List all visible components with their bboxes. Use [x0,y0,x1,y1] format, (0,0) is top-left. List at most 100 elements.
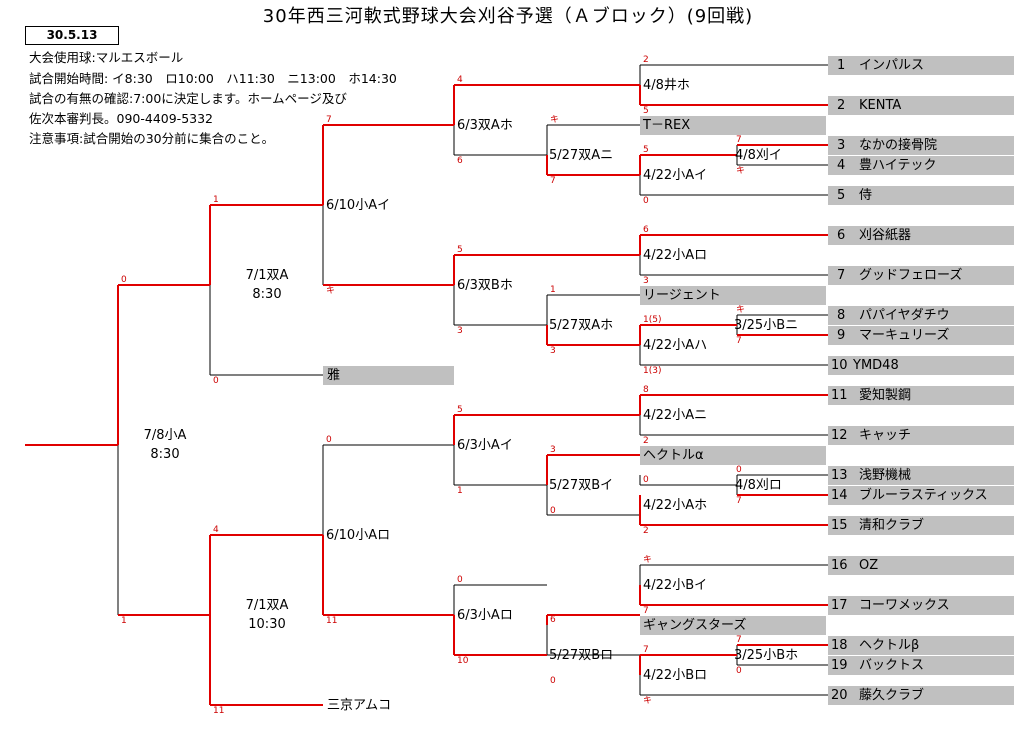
semifinal-1-date: 7/1双A [245,268,289,283]
match-label: 4/22小Aロ [643,248,708,263]
score: 5 [643,106,649,116]
team-bar [828,266,1014,285]
team-number: 1 [837,58,846,73]
score: 7 [736,496,742,506]
team-bar [640,116,826,135]
score: 7 [736,635,742,645]
team-name-seed: 雅 [327,368,341,383]
score: 0 [121,275,127,285]
score: キ [736,305,746,315]
team-bar [828,136,1014,155]
team-name-seed: 三京アムコ [327,698,392,713]
score: 3 [643,276,649,286]
team-bar [640,616,826,635]
score: 7 [326,115,332,125]
team-number: 15 [831,518,848,533]
team-bar [828,656,1014,675]
page-title: 30年西三河軟式野球大会刈谷予選（Ａブロック）(9回戦) [262,6,754,27]
score: 3 [550,445,556,455]
info-line-contact: 佐次本審判長。090-4409-5332 [29,111,214,126]
match-label: 5/27双Bロ [549,648,614,663]
match-label: 4/22小Aイ [643,168,708,183]
score: 2 [643,526,649,536]
score: 11 [326,616,338,626]
semifinal-1-label: 7/1双A 8:30 [232,266,302,304]
score: 2 [643,55,649,65]
match-label: 6/10小Aイ [326,198,391,213]
team-name-seed: ヘクトルα [643,448,704,463]
team-name: ブルーラスティックス [859,488,988,503]
team-bar [828,306,1014,325]
info-line-confirm: 試合の有無の確認:7:00に決定します。ホームページ及び [29,91,347,106]
final-time: 8:30 [150,447,180,462]
team-bar [828,226,1014,245]
info-line-notice: 注意事項:試合開始の30分前に集合のこと。 [29,131,275,146]
team-name: 浅野機械 [859,468,912,483]
team-bar [828,386,1014,405]
team-number: 16 [831,558,848,573]
match-label: 4/22小Bロ [643,668,708,683]
team-number: 8 [837,308,846,323]
team-bar [828,156,1014,175]
info-line-times: 試合開始時間: イ8:30 ロ10:00 ハ11:30 ニ13:00 ホ14:3… [29,71,397,86]
team-number: 13 [831,468,848,483]
team-name: 豊ハイテック [859,158,937,173]
score: キ [326,286,336,296]
team-number: 14 [831,488,848,503]
score: 0 [643,475,649,485]
team-bar [828,596,1014,615]
team-number: 9 [837,328,846,343]
team-bar [828,486,1014,505]
team-name: パパイヤダチウ [859,308,950,323]
score: 11 [213,706,225,716]
match-label: 3/25小Bニ [734,318,799,333]
team-bar [828,516,1014,535]
team-name: ヘクトルβ [859,638,920,653]
score: 0 [643,196,649,206]
team-number: 10 [831,358,848,373]
score: 1(5) [643,315,662,325]
team-name: 愛知製鋼 [859,388,912,403]
score: 7 [736,135,742,145]
info-line-ball: 大会使用球:マルエスボール [29,50,184,65]
team-name: KENTA [859,98,902,113]
team-name: YMD48 [853,358,899,373]
score: 7 [736,336,742,346]
semifinal-2-time: 10:30 [248,617,286,632]
semifinal-2-label: 7/1双A 10:30 [232,596,302,634]
match-label: 6/3小Aロ [457,608,513,623]
team-name-seed: T－REX [643,118,691,133]
final-label: 7/8小A 8:30 [130,426,200,464]
date-box: 30.5.13 [25,26,119,45]
team-number: 5 [837,188,846,203]
match-label: 4/8刈イ [735,148,782,163]
score: 0 [550,676,556,686]
score: 0 [736,465,742,475]
score: 8 [643,385,649,395]
team-bar [828,556,1014,575]
team-bar [828,356,1014,375]
team-number: 20 [831,688,848,703]
score: 4 [457,75,463,85]
semifinal-1-time: 8:30 [252,287,282,302]
team-name: マーキュリーズ [859,328,950,343]
score: 1 [550,285,556,295]
score: 6 [550,615,556,625]
score: 10 [457,656,469,666]
score: 3 [457,326,463,336]
score: 0 [550,506,556,516]
match-label: 5/27双Aニ [549,148,614,163]
score: 1 [121,616,127,626]
team-name: 藤久クラブ [859,688,925,703]
team-name: 侍 [859,188,873,203]
team-bar [828,56,1014,75]
score: 3 [550,346,556,356]
match-label: 5/27双Bイ [549,478,614,493]
score: キ [550,115,560,125]
score: 2 [643,436,649,446]
team-bar [828,426,1014,445]
score: 4 [213,525,219,535]
team-name-seed: ギャングスターズ [643,618,747,633]
score: 1 [457,486,463,496]
